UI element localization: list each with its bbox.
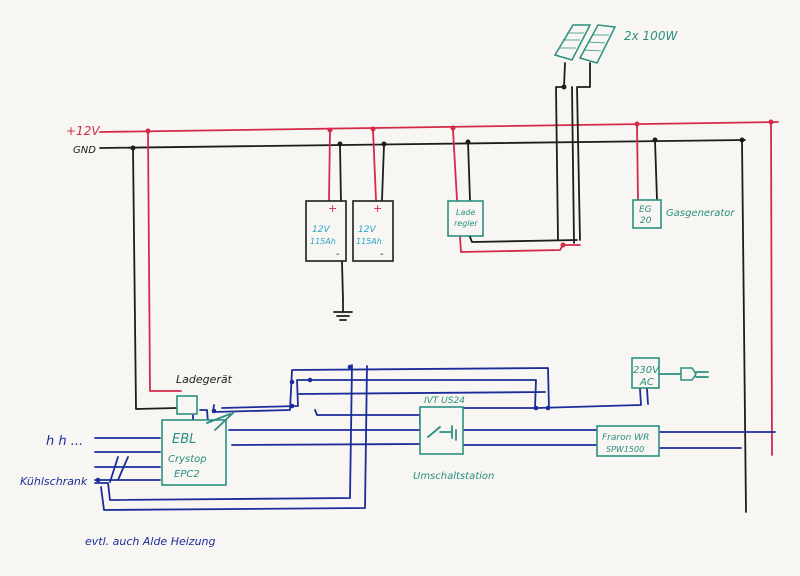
battery-1-capacity: 115Ah	[310, 237, 336, 246]
ladegeraet-title: Ladegerät	[176, 373, 233, 386]
lights-label: ℎ ℎ ...	[46, 434, 83, 449]
gnd-label: GND	[73, 145, 96, 156]
plus12v-label: +12V	[66, 124, 100, 138]
battery-1-minus: -	[336, 249, 340, 260]
ivt-switch: IVT US24 Umschaltstation	[413, 396, 494, 482]
battery-2: + - 12V 115Ah	[352, 129, 394, 262]
inverter-line2: SPW1500	[606, 445, 644, 454]
ground-symbol	[333, 299, 353, 321]
ebl-line1: EBL	[172, 432, 196, 447]
ac230-box: 230V AC	[631, 357, 709, 389]
eg20-line1: EG	[639, 205, 652, 215]
ivt-caption: Umschaltstation	[413, 471, 494, 482]
left-plus12v-drop	[147, 130, 182, 392]
battery-2-plus: +	[373, 202, 382, 215]
eg20-line2: 20	[640, 216, 652, 226]
battery-1: + - 12V 115Ah	[305, 129, 347, 301]
battery-1-voltage: 12V	[312, 225, 330, 235]
consumers: ℎ ℎ ... Kühlschrank evtl. auch Alde Heiz…	[20, 434, 216, 548]
right-gnd-drop	[741, 139, 747, 513]
battery-1-plus: +	[328, 202, 337, 215]
right-plus12v-drop	[770, 121, 773, 456]
ac230-line1: 230V	[633, 365, 660, 376]
heating-note: evtl. auch Alde Heizung	[85, 535, 216, 548]
laderegler-line1: Lade	[456, 208, 475, 217]
inverter-box: Fraron WR SPW1500	[596, 425, 660, 457]
eg20-generator: EG 20 Gasgenerator	[632, 124, 735, 229]
laderegler: Lade regler	[447, 129, 581, 253]
ebl-line3: EPC2	[174, 469, 200, 480]
gnd-rail	[99, 139, 746, 149]
battery-2-voltage: 12V	[358, 225, 376, 235]
ivt-title: IVT US24	[424, 396, 465, 406]
laderegler-line2: regler	[454, 219, 478, 228]
ac230-line2: AC	[639, 377, 654, 388]
ebl-box: EBL Crystop EPC2	[161, 411, 235, 486]
inverter-line1: Fraron WR	[602, 433, 649, 443]
junction-dots	[130, 84, 774, 248]
ladegeraet: Ladegerät	[176, 373, 233, 415]
fridge-label: Kühlschrank	[20, 475, 88, 488]
solar-label: 2x 100W	[624, 29, 678, 43]
battery-2-capacity: 115Ah	[356, 237, 382, 246]
left-gnd-drop	[132, 147, 177, 410]
plus12v-rail	[99, 121, 779, 133]
eg20-caption: Gasgenerator	[666, 208, 735, 219]
battery-2-minus: -	[380, 249, 384, 260]
ebl-line2: Crystop	[168, 454, 207, 465]
dc-wiring	[94, 364, 776, 511]
solar-panels: 2x 100W	[553, 24, 678, 244]
